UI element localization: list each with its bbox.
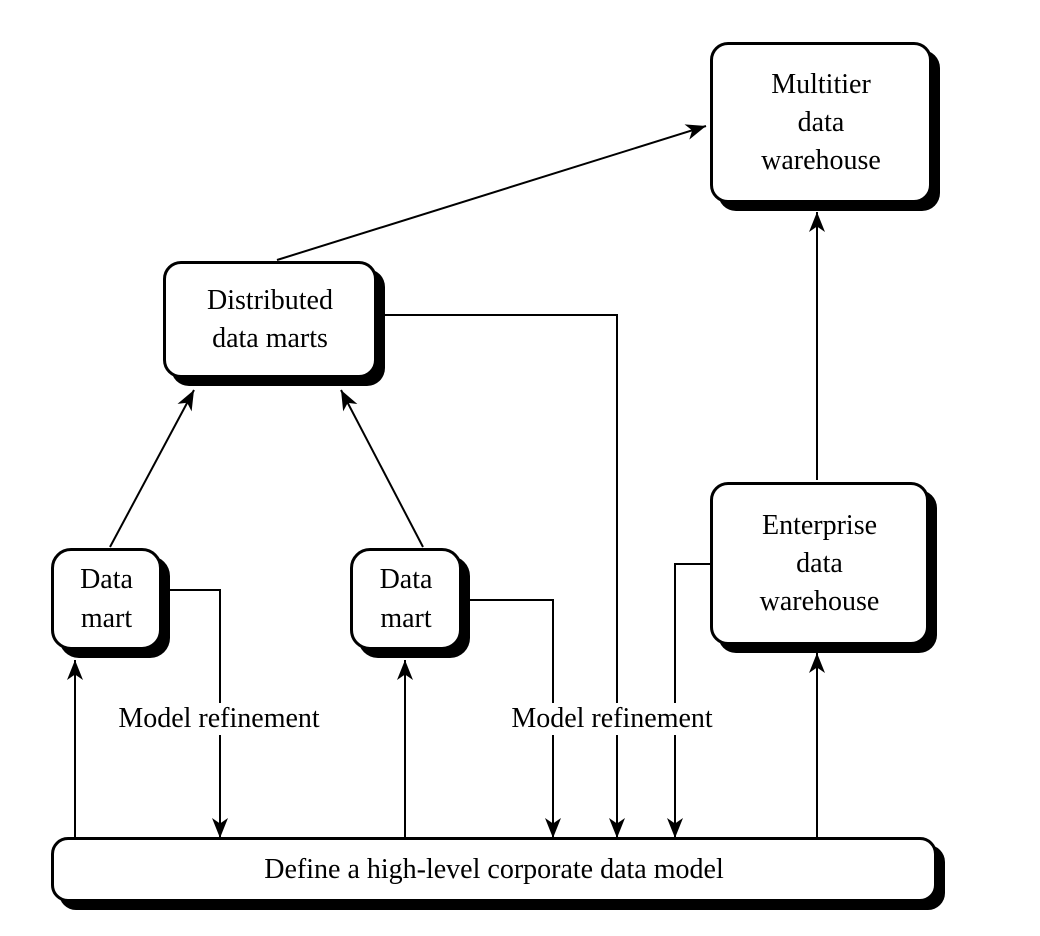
edge-distributed-to-multitier-arrow [276,124,707,261]
node-label-line: Distributed [207,284,333,316]
edge-datamart2-to-distributed-arrow [340,389,424,548]
node-label-line: Data [80,564,133,595]
edge-datamart1-to-distributed-arrow [109,389,195,548]
edge-enterprise-to-base-arrow [667,563,711,838]
model-refinement-label-left: Model refinement [115,703,323,735]
node-distributed-data-marts: Distributed data marts [163,261,377,378]
node-label-line: data marts [212,322,328,354]
edge-datamart2-to-base-arrow [463,599,561,838]
edge-distributed-to-base-arrow [378,314,625,838]
node-enterprise-data-warehouse: Enterprise data warehouse [710,482,929,645]
node-label-line: mart [80,603,133,634]
node-multitier-data-warehouse: Multitier data warehouse [710,42,932,203]
node-data-mart-middle: Data mart [350,548,462,650]
model-refinement-label-right: Model refinement [508,703,716,735]
node-label-line: Enterprise [761,509,878,541]
node-label-line: warehouse [761,144,881,176]
node-data-mart-left: Data mart [51,548,162,650]
node-label-line: warehouse [759,585,880,617]
node-corporate-data-model: Define a high-level corporate data model [51,837,937,902]
edge-datamart1-to-base-arrow [163,589,228,838]
node-label-line: Multitier [771,68,871,100]
node-label-line: mart [380,603,432,634]
node-label-line: Define a high-level corporate data model [264,853,724,885]
node-label-line: data [797,106,845,138]
node-label-line: data [796,547,843,579]
node-label-line: Data [379,564,433,595]
